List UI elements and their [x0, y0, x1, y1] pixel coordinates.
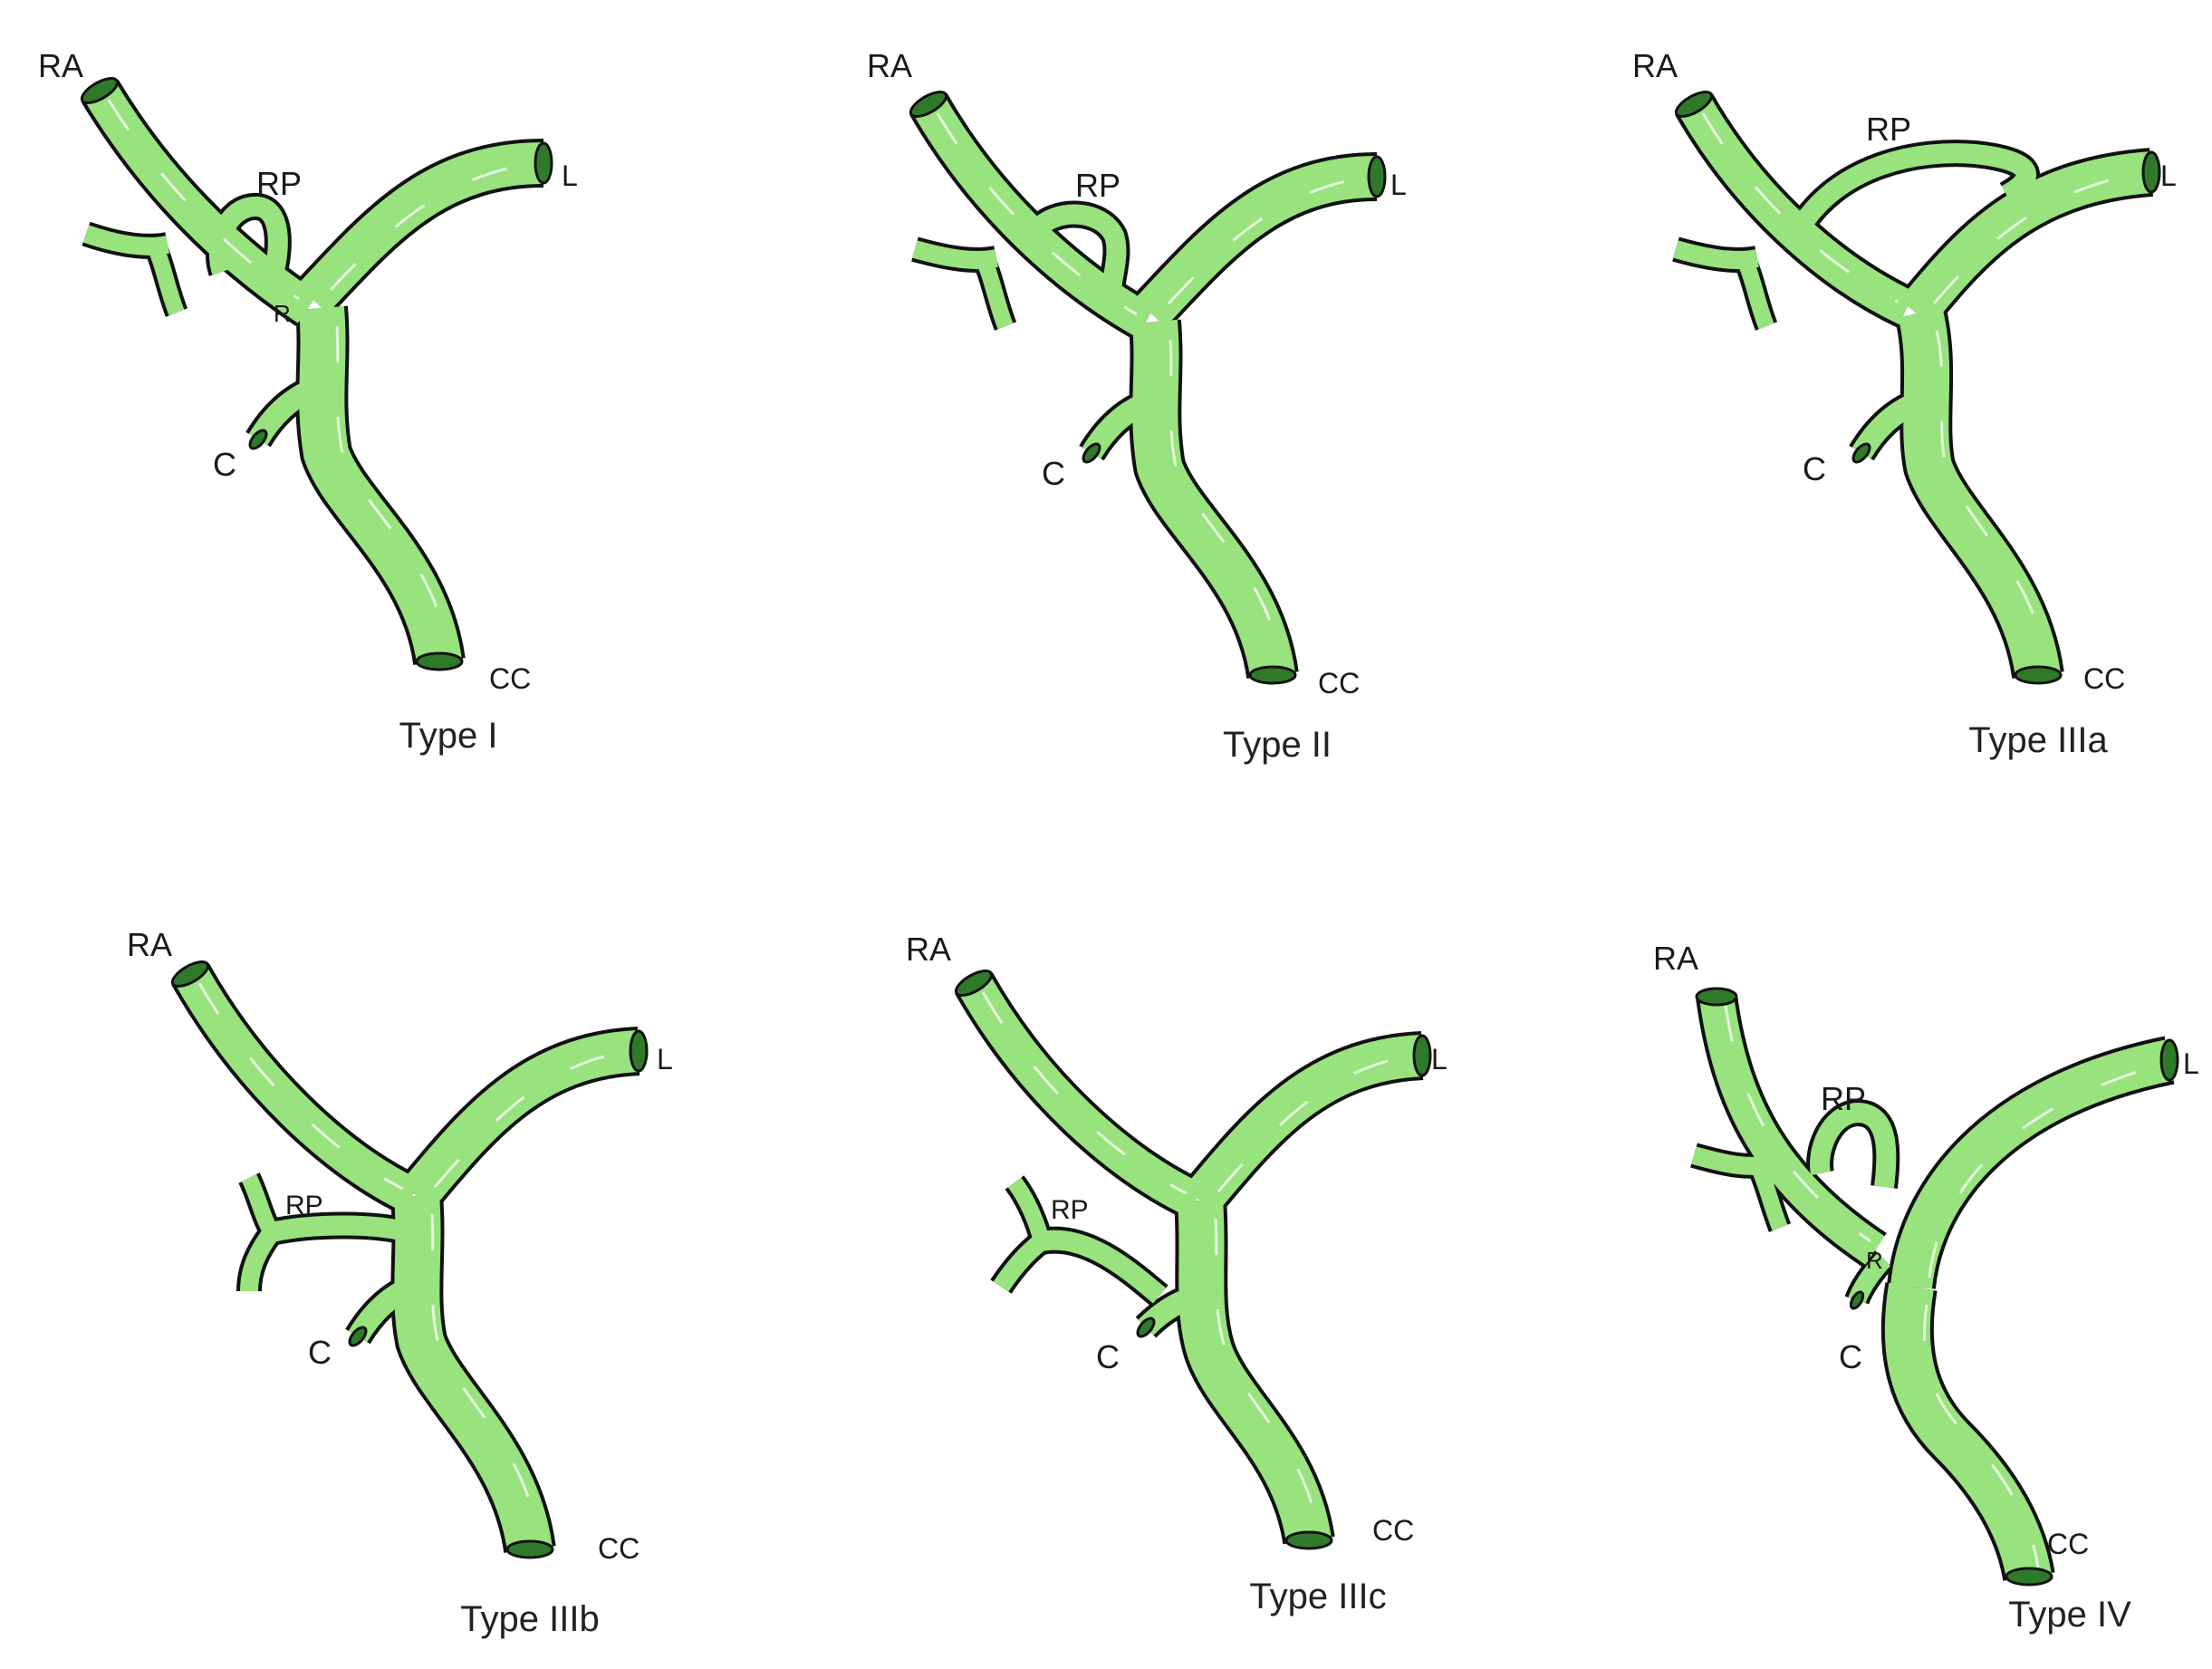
label-l: L: [2183, 1047, 2199, 1080]
panel-type-3c: RA RP L C CC Type IIIc: [906, 931, 1447, 1616]
panel-caption: Type II: [1223, 725, 1332, 765]
label-c: C: [1096, 1338, 1120, 1375]
label-ra: RA: [906, 931, 951, 968]
label-ra: RA: [867, 47, 912, 84]
label-rp: RP: [285, 1191, 323, 1220]
vessel-tree: [1690, 987, 2179, 1587]
label-c: C: [308, 1334, 332, 1371]
label-c: C: [1839, 1338, 1862, 1375]
panel-caption: Type IV: [2008, 1595, 2131, 1635]
panel-caption: Type IIIb: [460, 1599, 599, 1639]
label-rp: RP: [1075, 167, 1120, 204]
vessel-tree: [909, 91, 1387, 685]
label-ra: RA: [1632, 47, 1678, 84]
label-l: L: [562, 159, 578, 192]
label-cc: CC: [489, 662, 531, 695]
vessel-tree: [954, 970, 1432, 1550]
panel-type-3a: RA RP L C CC Type IIIa: [1632, 47, 2177, 760]
panel-caption: Type I: [399, 716, 498, 756]
panel-caption: Type IIIc: [1249, 1577, 1386, 1616]
label-l: L: [657, 1043, 673, 1076]
label-cc: CC: [2047, 1528, 2089, 1560]
label-r: R: [1866, 1247, 1883, 1274]
label-cc: CC: [1372, 1514, 1414, 1547]
label-ra: RA: [38, 47, 83, 84]
panel-type-2: RA RP L C CC Type II: [867, 47, 1407, 765]
label-c: C: [1803, 450, 1826, 487]
vessel-tree: [80, 77, 553, 671]
label-c: C: [213, 446, 236, 483]
vessel-tree: [170, 960, 649, 1559]
label-ra: RA: [1653, 940, 1698, 977]
label-cc: CC: [598, 1532, 640, 1565]
label-c: C: [1042, 455, 1065, 492]
label-rp: RP: [1051, 1195, 1089, 1225]
label-rp: RP: [1866, 111, 1911, 148]
label-rp: RP: [1821, 1080, 1866, 1117]
vessel-tree: [1672, 91, 2161, 685]
panel-type-1: RA RP R L C CC Type I: [38, 47, 578, 756]
label-l: L: [1431, 1043, 1447, 1076]
panel-type-3b: RA RP L C CC Type IIIb: [127, 926, 673, 1639]
panel-type-4: RA RP R L C CC Type IV: [1653, 940, 2199, 1635]
label-cc: CC: [2083, 662, 2125, 695]
label-r: R: [274, 300, 291, 327]
label-l: L: [2160, 159, 2177, 192]
label-l: L: [1390, 169, 1407, 201]
label-ra: RA: [127, 926, 172, 963]
panel-caption: Type IIIa: [1968, 720, 2108, 760]
label-cc: CC: [1318, 667, 1360, 699]
label-rp: RP: [256, 165, 302, 202]
